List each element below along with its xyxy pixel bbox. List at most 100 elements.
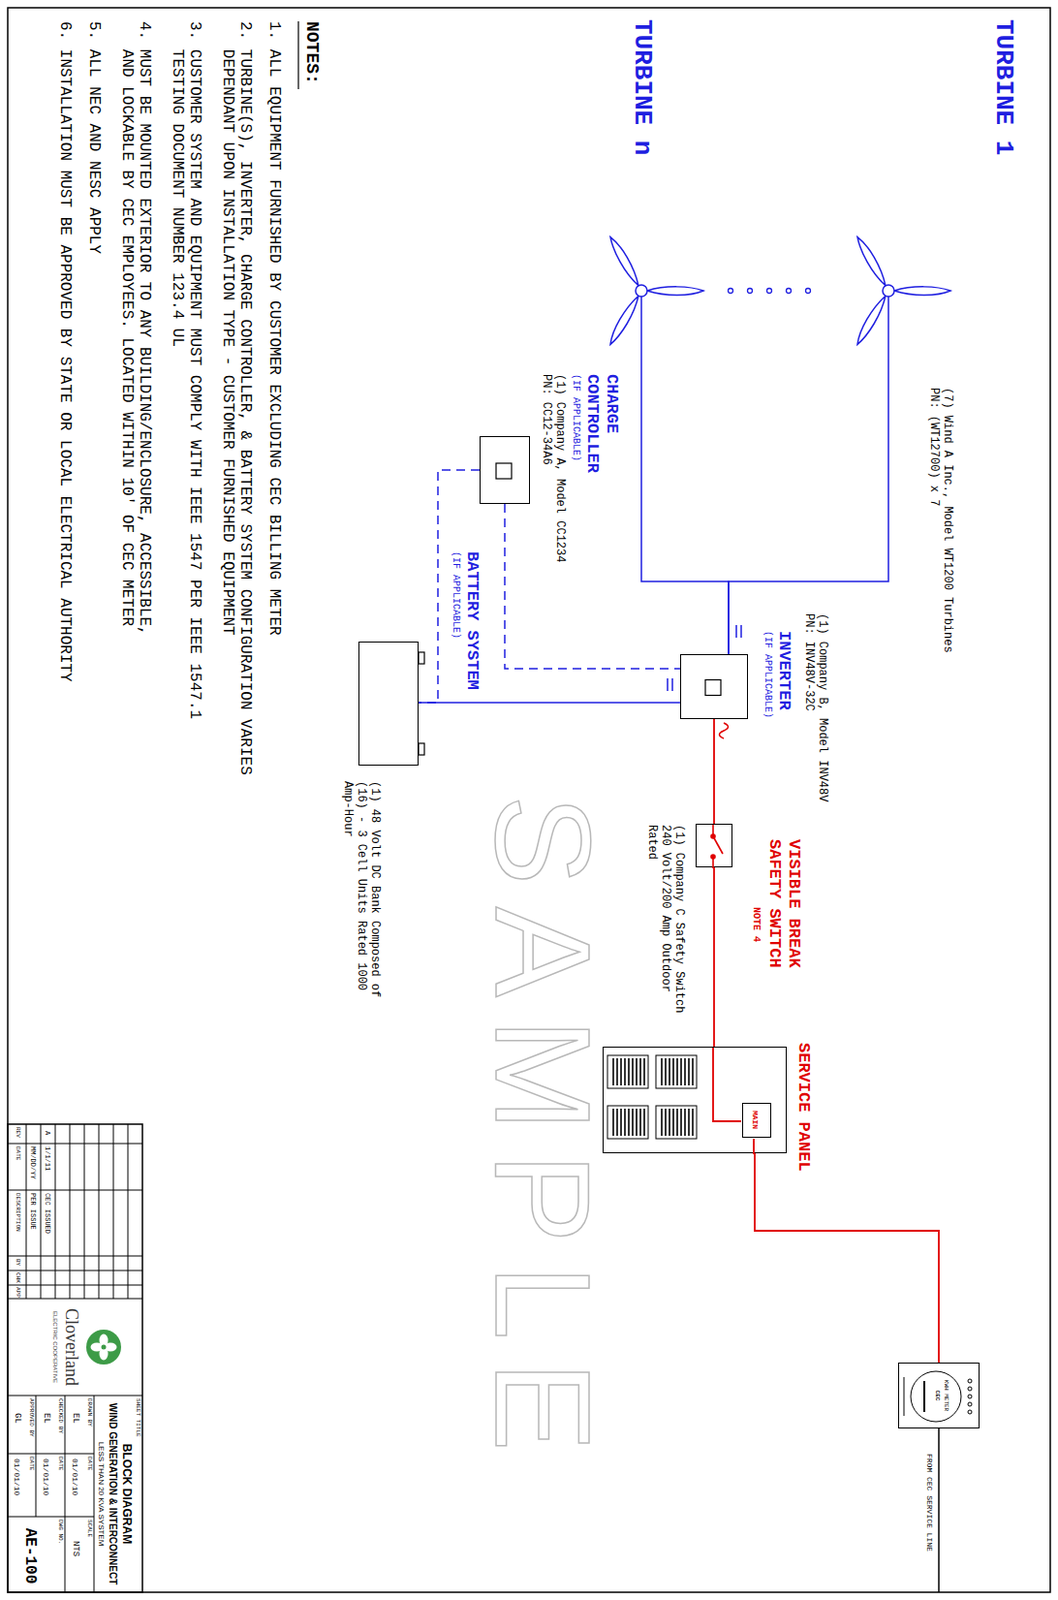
drawing-rect (655, 1105, 697, 1139)
turbine-symbol-text: TURBINE n (626, 19, 656, 156)
field-value: 01/01/10 (41, 1458, 51, 1495)
wire (713, 867, 716, 1047)
sheet-border (7, 7, 1051, 1592)
drawing-path (853, 293, 889, 347)
table-cell: CEC ISSUED (43, 1192, 52, 1234)
drawing-path (606, 293, 642, 347)
drawing-path (647, 286, 704, 296)
drawing-line (639, 1058, 642, 1086)
drawing-line (627, 1108, 630, 1136)
note: 2. TURBINE(S), INVERTER, CHARGE CONTROLL… (217, 21, 254, 794)
drawing-path (606, 234, 642, 288)
drawing-rect (705, 680, 721, 696)
safety-switch-box-text: (1) Company C Safety Switch 240 Volt/200… (645, 824, 685, 1021)
table-header: CHK (13, 1272, 21, 1283)
drawing-line (7, 1143, 143, 1145)
drawing-circle (728, 288, 734, 294)
battery-box-outline (357, 642, 418, 767)
drawing-circle (711, 834, 716, 839)
company-name: Cloverland (61, 1298, 82, 1396)
sheet-title: BLOCK DIAGRAM (119, 1395, 133, 1592)
drawing-circle (967, 1401, 972, 1406)
table-header: REV (13, 1126, 21, 1138)
drawing-line (93, 1395, 95, 1592)
drawing-line (620, 1058, 623, 1086)
drawing-line (113, 1123, 115, 1299)
table-cell: PER ISSUE (29, 1192, 37, 1230)
drawing-rect (418, 743, 425, 755)
safety-switch-box: VISIBLE BREAK SAFETY SWITCHNOTE 4(1) Com… (695, 823, 733, 868)
safety-switch-box-outline (694, 824, 732, 869)
drawing-circle (101, 1344, 107, 1350)
drawing-line (676, 1108, 679, 1136)
drawing-circle (635, 284, 648, 297)
drawing-line (84, 1123, 86, 1299)
drawing-line (691, 1108, 694, 1136)
kwh-meter-text: CEC (933, 1363, 940, 1428)
drawing-line (7, 1255, 143, 1257)
battery-box: BATTERY SYSTEM(IF APPLICABLE)(1) 48 Volt… (358, 641, 419, 766)
charge-controller-box-text: (IF APPLICABLE) (570, 373, 583, 462)
drawing-line (64, 1395, 66, 1592)
drawing-line (35, 1395, 37, 1517)
note: 6. INSTALLATION MUST BE APPROVED BY STAT… (56, 21, 74, 794)
note: 4. MUST BE MOUNTED EXTERIOR TO ANY BUILD… (117, 21, 154, 654)
turbine-symbol-outline (573, 222, 710, 359)
drawing-line (660, 1108, 663, 1136)
drawing-line (40, 1123, 42, 1299)
drawing-line (98, 1123, 100, 1299)
charge-controller-box: CHARGE CONTROLLER(IF APPLICABLE)(1) Comp… (479, 435, 530, 504)
continuation-dots (728, 288, 811, 294)
drawing-line (7, 1395, 143, 1397)
battery-box-text: (IF APPLICABLE) (450, 551, 463, 639)
watermark: SAMPLE (474, 794, 611, 1473)
drawing-line (752, 1138, 755, 1154)
drawing-line (627, 1058, 630, 1086)
table-header: APP (13, 1286, 21, 1298)
wire (418, 701, 681, 704)
charge-controller-box-text: (1) Company A, Model CC1234 PN: CC12-34A… (538, 373, 566, 573)
sheet-title: LESS THAN 20 KVA SYSTEM (96, 1395, 106, 1592)
wire (754, 1152, 939, 1363)
inverter-box-text: INVERTER (774, 630, 794, 711)
note: 1. ALL EQUIPMENT FURNISHED BY CUSTOMER E… (265, 21, 283, 794)
drawing-rect (496, 463, 512, 479)
service-panel-outline (601, 1047, 786, 1154)
drawing-line (635, 1108, 638, 1136)
drawing-line (26, 1123, 28, 1299)
drawing-line (680, 1108, 683, 1136)
table-header: DATE (13, 1146, 21, 1160)
drawing-line (639, 1108, 642, 1136)
drawing-line (672, 1058, 675, 1086)
field-value: 01/01/10 (70, 1458, 80, 1495)
drawing-line (616, 1058, 619, 1086)
drawing-line (684, 1058, 686, 1086)
drawing-rect (607, 1055, 649, 1089)
table-header: BY (13, 1258, 21, 1266)
drawing-circle (967, 1386, 972, 1391)
drawing-line (640, 296, 643, 359)
inverter-box-outline (679, 654, 747, 720)
drawing-number: AE-100 (21, 1519, 39, 1592)
drawing-line (691, 1058, 694, 1086)
kwh-meter-text: KWH METER (941, 1363, 949, 1428)
drawing-line (620, 1108, 623, 1136)
drawing-rect (607, 1105, 649, 1139)
drawing-line (612, 1108, 615, 1136)
field-label: DWG NO. (56, 1519, 63, 1544)
drawing-line (671, 678, 674, 691)
field-value: EL (41, 1412, 52, 1424)
drawing-line (676, 1058, 679, 1086)
drawing-line (7, 1284, 143, 1286)
turbine-symbol-outline (820, 222, 957, 359)
drawing-circle (747, 288, 753, 294)
charge-controller-box-text: CHARGE CONTROLLER (583, 373, 622, 493)
drawing-line (616, 1108, 619, 1136)
drawing-line (55, 1123, 57, 1299)
drawing-line (643, 1108, 646, 1136)
title-block-grid (7, 1123, 143, 1592)
drawing-line (713, 836, 723, 854)
field-label: SCALE (85, 1519, 93, 1537)
drawing-line (635, 1058, 638, 1086)
turbine-symbol: TURBINE 1 (820, 222, 957, 359)
